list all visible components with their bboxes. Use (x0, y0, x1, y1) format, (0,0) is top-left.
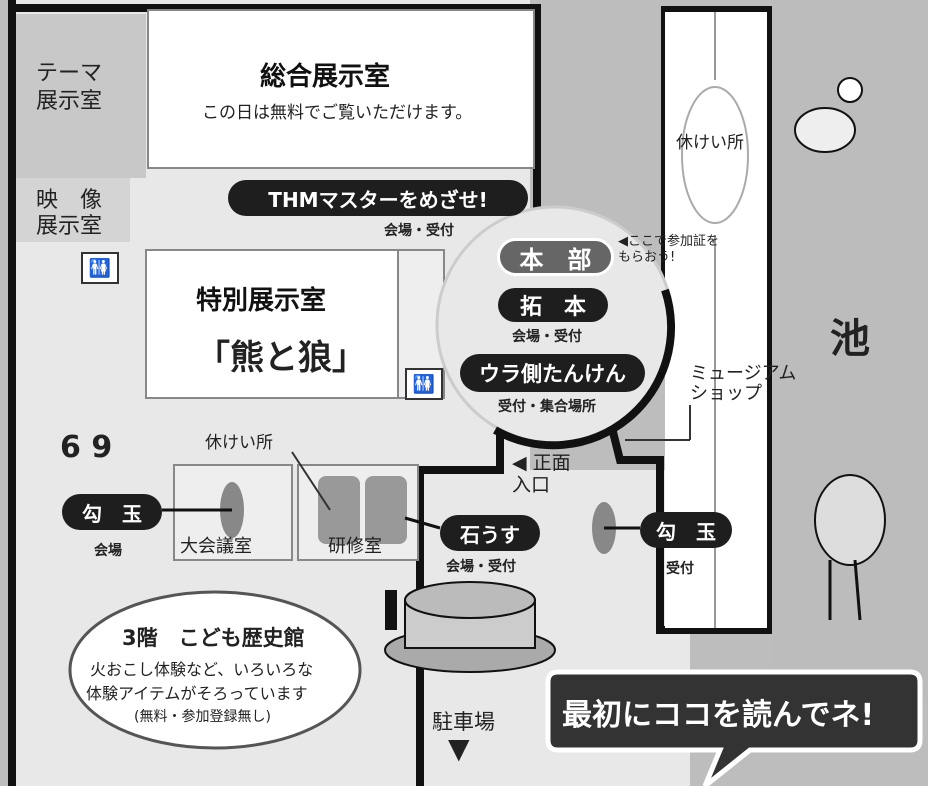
hq-note: ◀ここで参加証を もらおう! (618, 234, 719, 265)
magatama-event-left: 勾 玉 (62, 494, 162, 530)
stone-mill-illustration (384, 581, 556, 673)
hq-label: 本 部 (497, 238, 614, 276)
pond-label: 池 (830, 316, 870, 362)
theme-room-label: テーマ 展示室 (36, 61, 103, 114)
parking-arrow-icon: ▼ (448, 732, 470, 765)
outer-wall-top (10, 4, 541, 210)
meeting-room-label: 大会議室 (180, 536, 252, 557)
stone-mill-venue: 会場・受付 (446, 559, 516, 575)
restroom-icon: 🚻 (405, 368, 443, 400)
theme-room-shade (14, 14, 146, 178)
video-room-label-2: 展示室 (36, 214, 103, 239)
magatama-icon: 6 9 (60, 430, 113, 465)
backstage-tour-meeting: 受付・集合場所 (498, 399, 596, 415)
video-room-label-1: 映 像 (36, 188, 103, 213)
rest-area-label-mid: 休けい所 (205, 433, 273, 453)
kids-history-line-1: 火おこし体験など、いろいろな (90, 660, 314, 679)
callout-bubble (545, 669, 923, 786)
corridor-wall (606, 6, 774, 634)
duck-illustration (794, 77, 863, 153)
general-room-note: この日は無料でご覧いただけます。 (202, 103, 473, 123)
special-room-title: 特別展示室 (196, 286, 327, 316)
thm-master-venue: 会場・受付 (384, 223, 454, 239)
rest-area-corridor (681, 86, 749, 224)
rest-area-label-top: 休けい所 (676, 133, 744, 153)
special-room-subtitle: 「熊と狼」 (196, 338, 366, 378)
training-room-label: 研修室 (328, 536, 382, 557)
crane-illustration (814, 474, 886, 621)
backstage-tour-event: ウラ側たんけん (460, 354, 645, 392)
general-room-title: 総合展示室 (260, 62, 391, 92)
video-room-shade (14, 178, 130, 242)
thm-master-event: THMマスターをめざせ! (228, 180, 528, 216)
kids-history-line-3: (無料・参加登録無し) (134, 709, 271, 725)
general-room (147, 9, 535, 169)
kids-history-line-2: 体験アイテムがそろっています (86, 684, 308, 703)
read-first-callout[interactable]: 最初にココを読んでネ! (562, 698, 875, 733)
kids-history-title: 3階 こども歴史館 (122, 626, 305, 650)
restroom-icon: 🚻 (81, 252, 119, 284)
rubbing-event: 拓 本 (498, 288, 608, 322)
stone-mill-event: 石うす (440, 515, 540, 551)
museum-shop-label: ミュージアム ショップ (690, 363, 797, 404)
parking-label: 駐車場 (432, 710, 495, 734)
magatama-reception: 受付 (666, 561, 694, 577)
kids-bubble (68, 590, 362, 750)
special-room (145, 249, 399, 399)
magatama-event-right: 勾 玉 (640, 512, 732, 548)
magatama-venue: 会場 (94, 543, 122, 559)
rubbing-venue: 会場・受付 (512, 329, 582, 345)
main-entrance-label: ◀ 正面 入口 (512, 452, 571, 496)
